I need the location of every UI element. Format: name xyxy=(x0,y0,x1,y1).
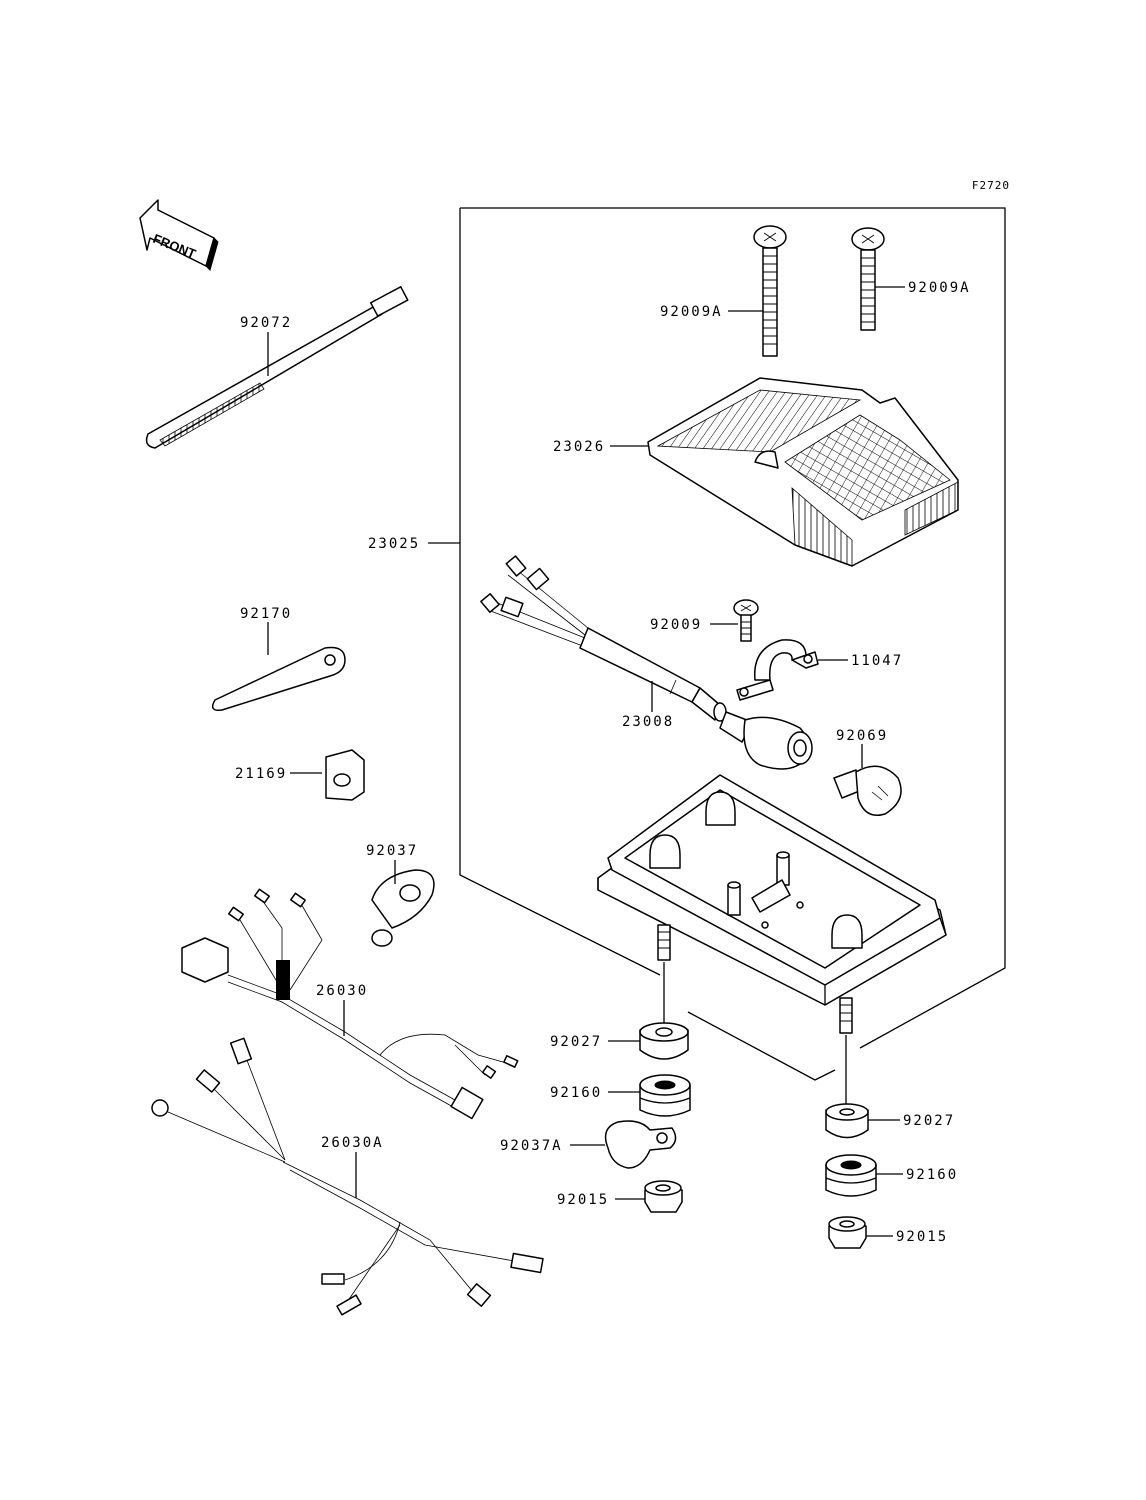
label-92069: 92069 xyxy=(836,728,888,744)
cable-tie-part xyxy=(145,286,409,449)
label-92037: 92037 xyxy=(366,843,418,859)
front-arrow-icon: FRONT xyxy=(139,199,219,271)
label-23025: 23025 xyxy=(368,536,420,552)
screw-92009A-left-part xyxy=(753,225,787,357)
bulb-92069-part xyxy=(833,765,902,816)
diagram-code: F2720 xyxy=(972,179,1010,192)
label-92027-left: 92027 xyxy=(550,1034,602,1050)
label-92027-right: 92027 xyxy=(903,1113,955,1129)
strap-92170-part xyxy=(211,646,346,712)
clamp-11047-part xyxy=(736,639,819,701)
rubber-92160-left-part xyxy=(639,1074,691,1117)
label-92160-left: 92160 xyxy=(550,1085,602,1101)
label-92160-right: 92160 xyxy=(906,1167,958,1183)
label-92072: 92072 xyxy=(240,315,292,331)
rubber-92160-right-part xyxy=(825,1154,877,1197)
lens-23026-part xyxy=(647,377,959,567)
socket-23008-part xyxy=(480,555,813,770)
grommet-92027-left-part xyxy=(639,1022,689,1060)
label-92037A: 92037A xyxy=(500,1138,563,1154)
label-21169: 21169 xyxy=(235,766,287,782)
screw-92009-part xyxy=(733,599,759,642)
nut-92015-right-part xyxy=(828,1216,867,1249)
label-23008: 23008 xyxy=(622,714,674,730)
label-92009A-left: 92009A xyxy=(660,304,723,320)
label-92015-left: 92015 xyxy=(557,1192,609,1208)
label-92015-right: 92015 xyxy=(896,1229,948,1245)
label-92009: 92009 xyxy=(650,617,702,633)
screw-92009A-right-part xyxy=(851,227,885,331)
clip-21169-part xyxy=(325,749,365,801)
label-92170: 92170 xyxy=(240,606,292,622)
clamp-92037-part xyxy=(371,869,435,947)
grommet-92027-right-part xyxy=(825,1103,869,1139)
harness-26030A-part xyxy=(151,1037,544,1316)
light-housing-part xyxy=(597,774,947,1034)
label-11047: 11047 xyxy=(851,653,903,669)
label-92009A-right: 92009A xyxy=(908,280,971,296)
label-23026: 23026 xyxy=(553,439,605,455)
label-26030: 26030 xyxy=(316,983,368,999)
label-26030A: 26030A xyxy=(321,1135,384,1151)
nut-92015-left-part xyxy=(644,1180,683,1213)
harness-26030-part xyxy=(181,888,519,1120)
clamp-92037A-part xyxy=(604,1120,677,1169)
